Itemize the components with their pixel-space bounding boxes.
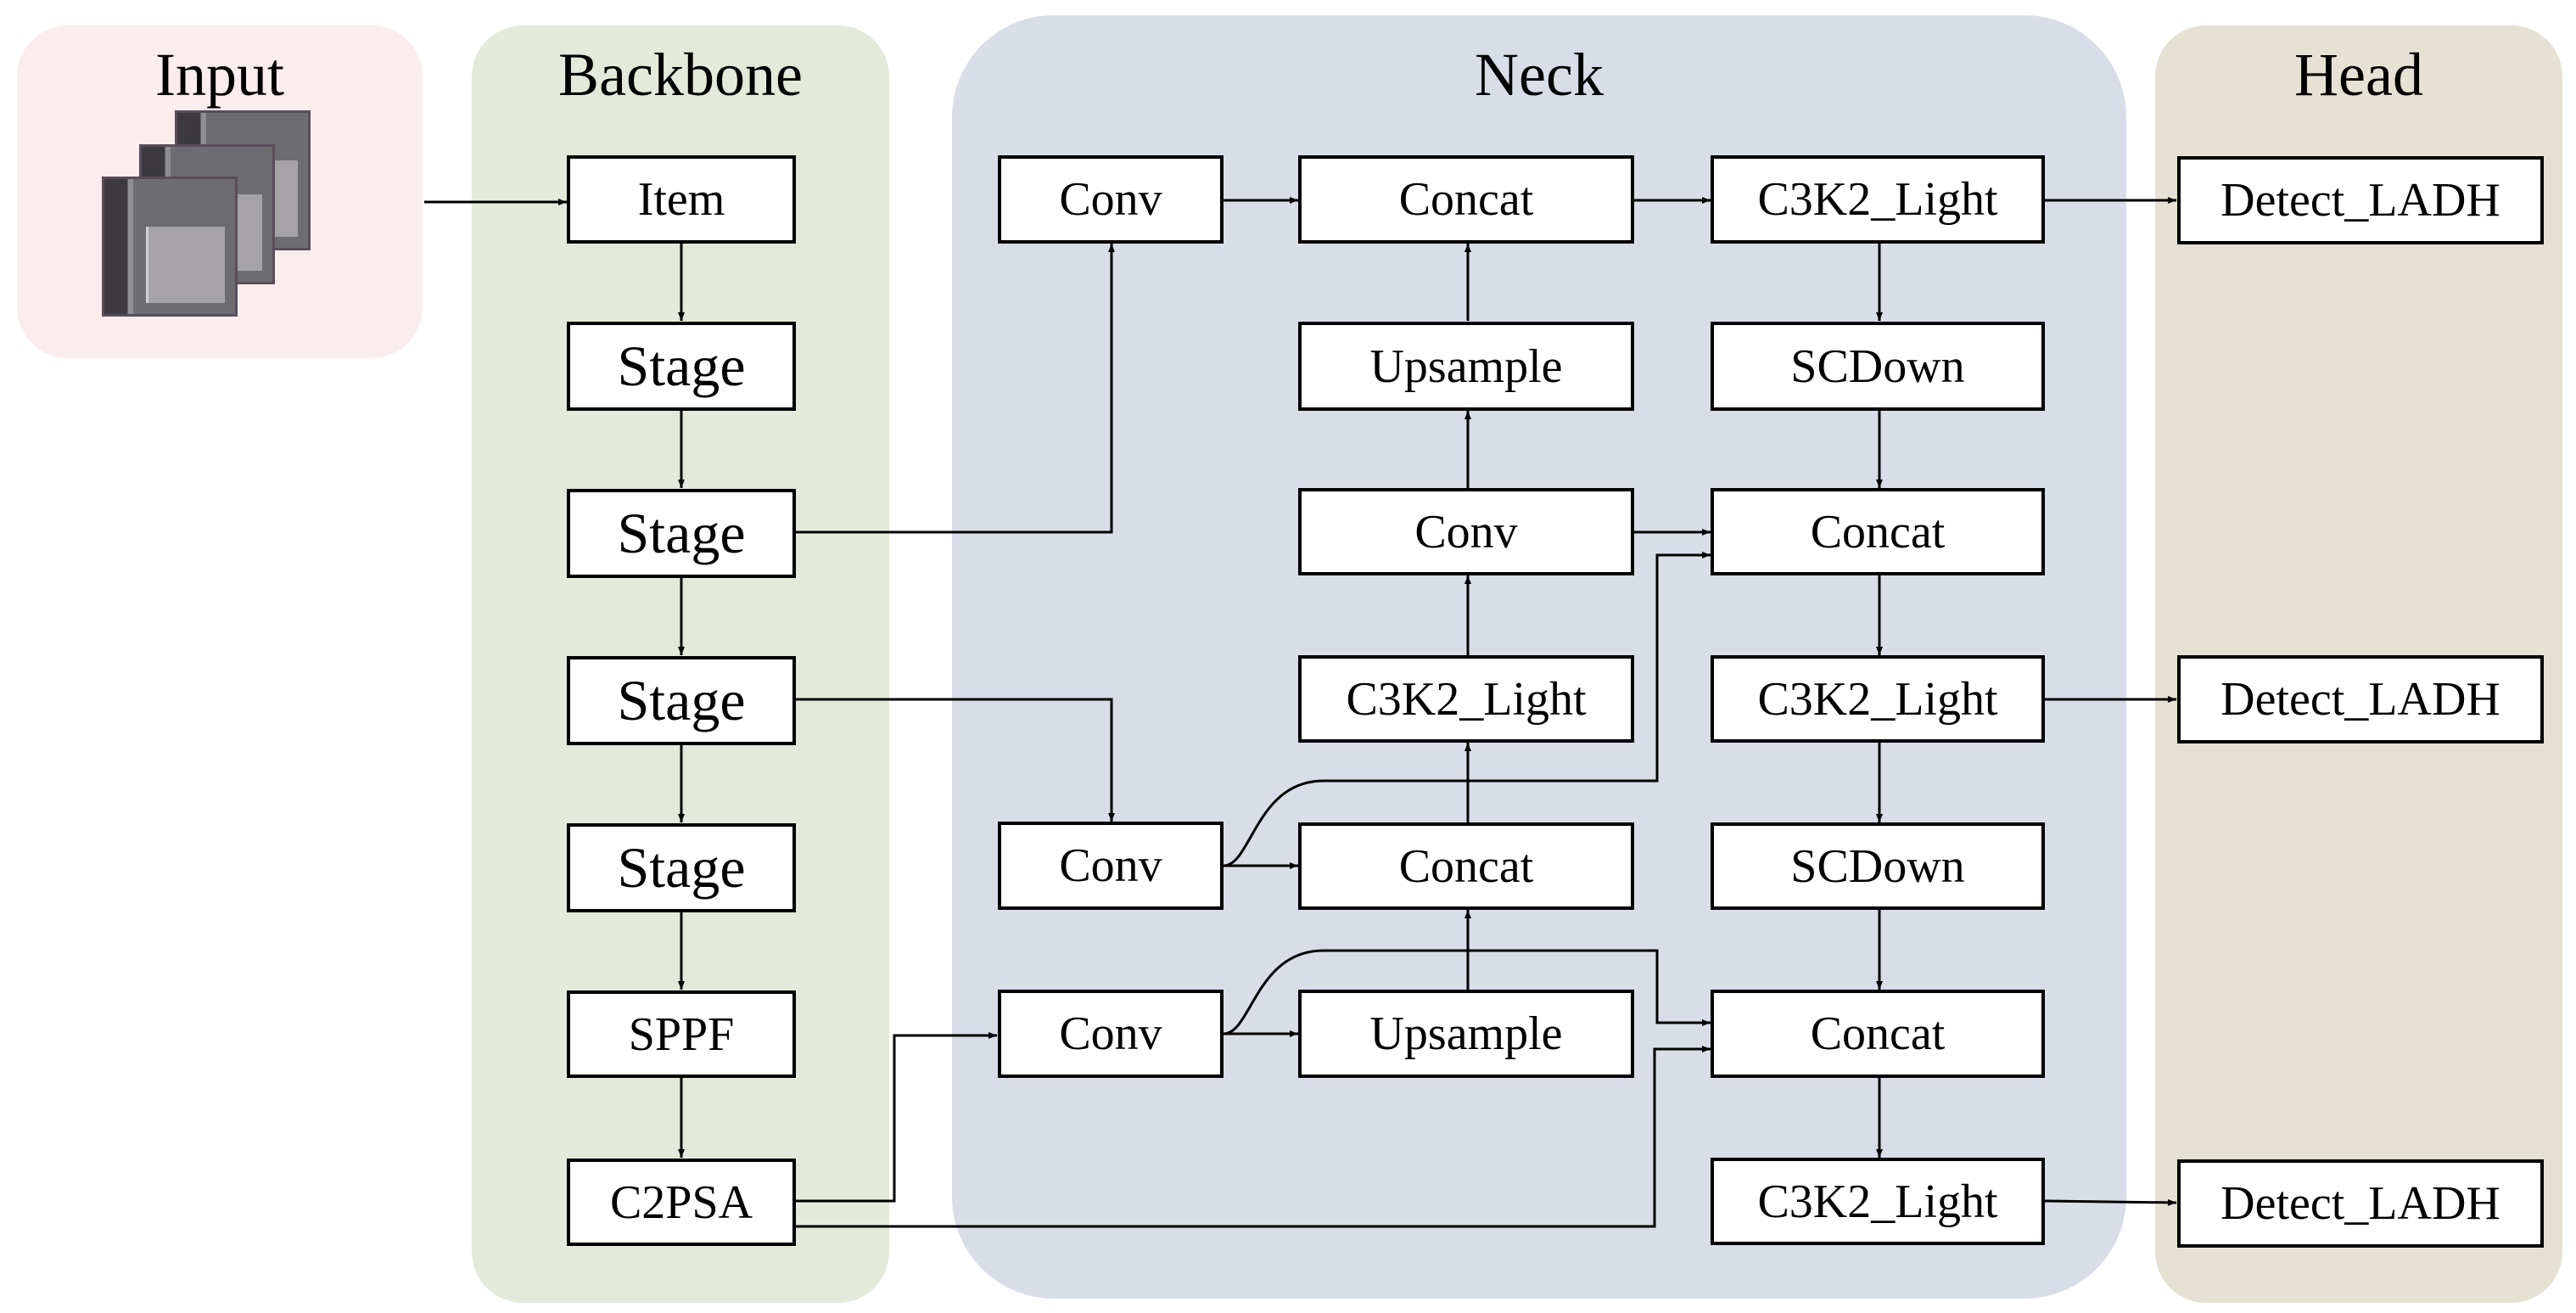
c3k2-light-out-2-block: C3K2_Light	[1711, 655, 2045, 743]
concat-top-block: Concat	[1298, 155, 1634, 244]
c2psa-block: C2PSA	[567, 1159, 796, 1246]
c3k2-light-mid-block: C3K2_Light	[1298, 655, 1634, 743]
edge-stage3-convlower	[794, 698, 1115, 822]
scdown-1-block: SCDown	[1711, 322, 2045, 411]
input-image-1	[102, 177, 238, 317]
backbone-panel-title: Backbone	[558, 41, 803, 109]
item-block: Item	[567, 155, 796, 244]
sppf-block: SPPF	[567, 990, 796, 1078]
detect-ladh-3-block: Detect_LADH	[2177, 1159, 2544, 1248]
stage-block-1: Stage	[567, 322, 796, 411]
upsample-top-block: Upsample	[1298, 322, 1634, 411]
image-stack-icon	[102, 110, 314, 318]
edge-c2psa-concatright2	[794, 1046, 1711, 1228]
input-panel-title: Input	[155, 41, 284, 109]
c3k2-light-out-1-block: C3K2_Light	[1711, 155, 2045, 244]
scdown-2-block: SCDown	[1711, 822, 2045, 910]
conv-mid-block: Conv	[1298, 488, 1634, 575]
detect-ladh-2-block: Detect_LADH	[2177, 655, 2544, 743]
conv-bottom-block: Conv	[998, 990, 1224, 1078]
c3k2-light-out-3-block: C3K2_Light	[1711, 1158, 2045, 1245]
upsample-bottom-block: Upsample	[1298, 990, 1634, 1078]
conv-top-block: Conv	[998, 155, 1224, 244]
concat-right-2-block: Concat	[1711, 990, 2045, 1078]
detect-ladh-1-block: Detect_LADH	[2177, 156, 2544, 244]
edge-c3k2out3-detect3	[2044, 1198, 2177, 1206]
edge-convbottom-concatright2	[1223, 949, 1711, 1035]
head-panel-title: Head	[2294, 41, 2423, 109]
edge-convlower-concatright1	[1223, 552, 1711, 867]
concat-right-1-block: Concat	[1711, 488, 2045, 575]
concat-lower-block: Concat	[1298, 822, 1634, 910]
edge-c2psa-convbottom	[794, 1032, 997, 1203]
conv-lower-block: Conv	[998, 822, 1224, 910]
stage-block-4: Stage	[567, 823, 796, 912]
stage-block-3: Stage	[567, 656, 796, 745]
stage-block-2: Stage	[567, 489, 796, 578]
neck-panel-title: Neck	[1475, 41, 1604, 109]
edge-stage2-convtop	[794, 244, 1115, 534]
